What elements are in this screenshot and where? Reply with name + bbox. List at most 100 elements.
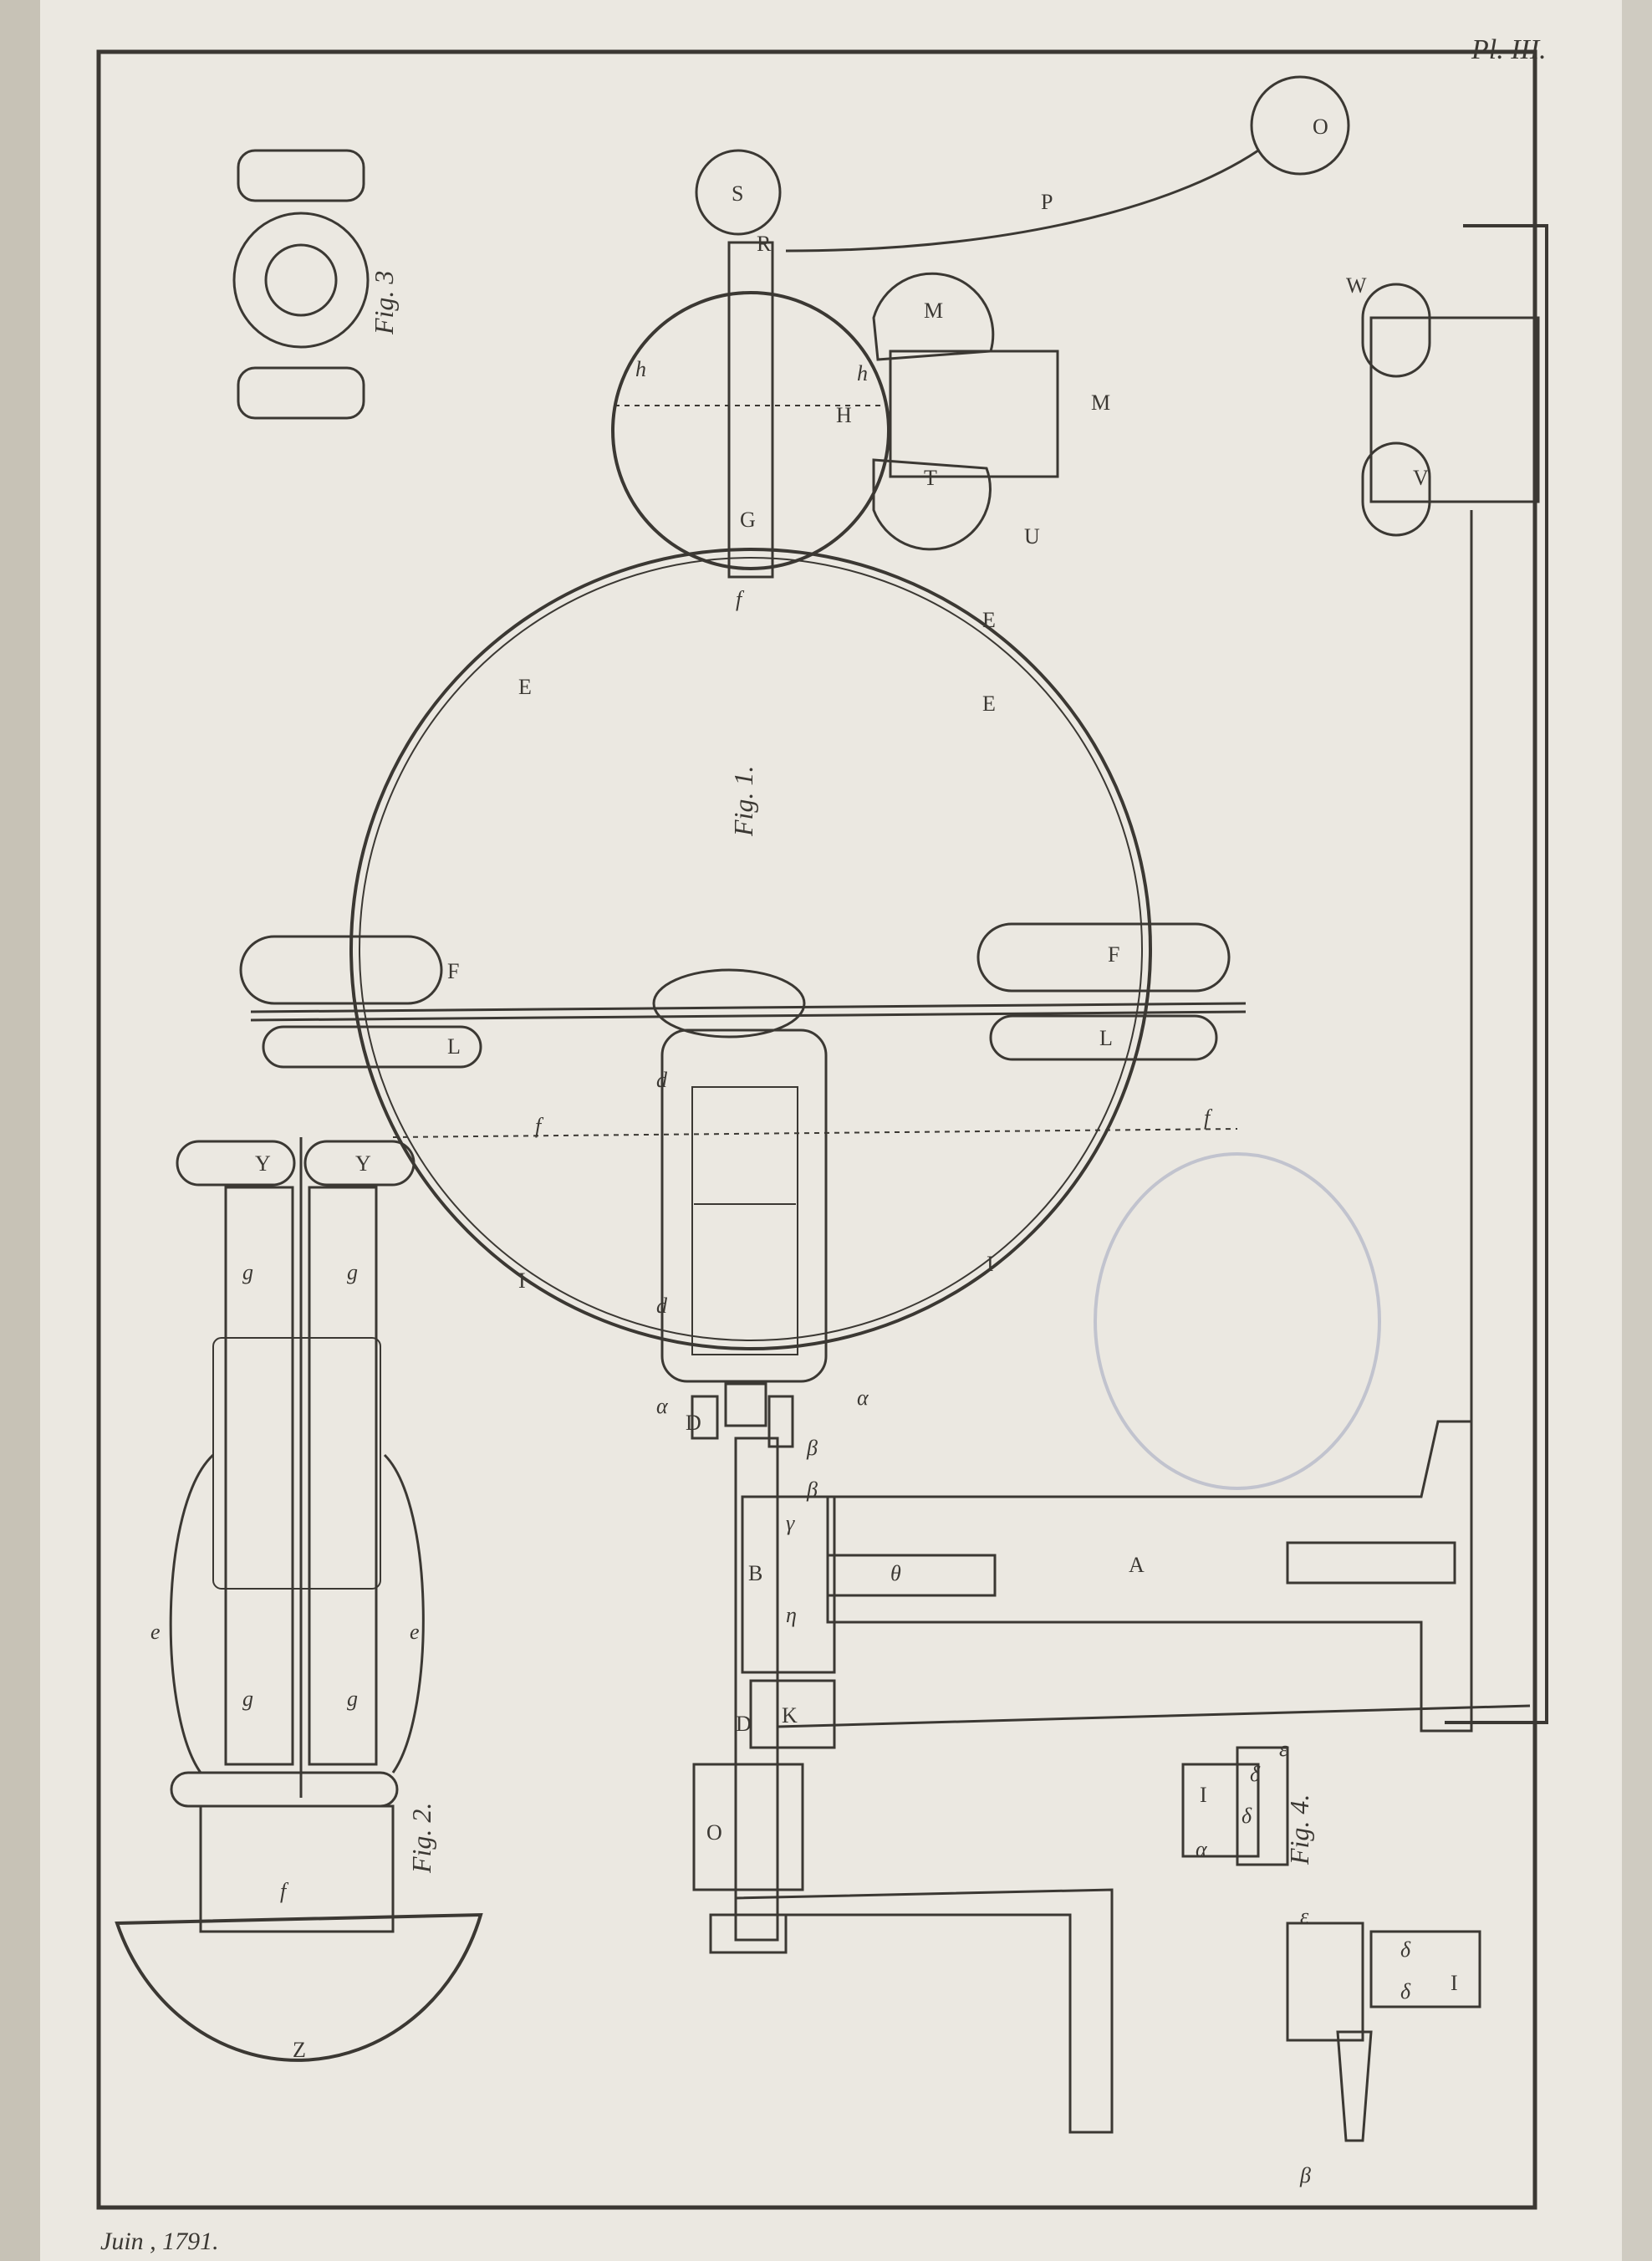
spring-P (785, 149, 1259, 253)
label-Z: Z (293, 2038, 306, 2062)
label-g1: g (242, 1260, 253, 1284)
fig2-caption: Fig. 2. (406, 1803, 436, 1874)
lobe-M (872, 272, 995, 361)
paper-left-edge (0, 0, 40, 2261)
label-e2: e (410, 1620, 420, 1644)
label-S: S (732, 181, 743, 206)
label-theta: θ (890, 1561, 901, 1585)
label-L1: L (447, 1034, 461, 1059)
label-I1: I (518, 1268, 526, 1293)
fig4-part2 (1236, 1746, 1289, 1866)
label-D2: D (736, 1712, 752, 1736)
label-Y1: Y (255, 1151, 271, 1176)
central-cap (652, 968, 806, 1039)
label-g4: g (347, 1687, 358, 1711)
block-K (749, 1679, 836, 1749)
label-h2: h (857, 361, 868, 385)
label-E2: E (982, 692, 996, 716)
lobe-V (1361, 441, 1431, 537)
dotted-line-f (392, 1128, 1238, 1138)
plate-number: Pl. III. (1471, 34, 1547, 65)
label-V: V (1413, 466, 1429, 490)
fig3-ring-outer (232, 212, 370, 349)
label-W: W (1346, 273, 1367, 298)
plate-date: Juin , 1791. (100, 2228, 219, 2255)
small-disc (611, 291, 890, 570)
label-d2: d (656, 1068, 668, 1092)
crossbar-lower (777, 1704, 1531, 1728)
clamp-fig2 (212, 1337, 381, 1590)
stem-upper (724, 1382, 767, 1427)
fig3-caption: Fig. 3 (369, 271, 399, 335)
label-beta3: β (1299, 2163, 1311, 2187)
fig2-group (115, 1137, 483, 2062)
knob-S (695, 149, 782, 236)
block-right (1286, 1541, 1456, 1585)
plate-fig2 (199, 1804, 395, 1933)
pad-L-right (989, 1014, 1218, 1061)
label-A: A (1129, 1553, 1145, 1577)
label-D: D (686, 1411, 701, 1435)
pad-F-left (239, 935, 443, 1005)
wire-right-e (383, 1453, 425, 1774)
label-e1: e (150, 1620, 161, 1644)
label-M2: M (1091, 390, 1110, 415)
right-wall (1445, 224, 1548, 1724)
bracket-body (1369, 316, 1540, 503)
bowl-Z (115, 1912, 483, 2062)
pad-L-left (262, 1025, 482, 1069)
horizontal-rod-2 (250, 1010, 1247, 1022)
label-B: B (748, 1561, 762, 1585)
label-E3: E (982, 608, 996, 632)
label-E1: E (518, 675, 532, 699)
label-g3: g (242, 1687, 253, 1711)
fig3-top-bar (237, 149, 365, 202)
label-T: T (924, 466, 937, 490)
label-f3: f (1204, 1105, 1213, 1130)
block-O (692, 1763, 804, 1891)
label-f1: f (736, 587, 745, 611)
fig1-ring-group (239, 548, 1247, 1448)
fig4-part3 (1286, 1922, 1364, 2042)
cap-Y-left (176, 1140, 296, 1187)
base-assembly (692, 1420, 1531, 2134)
stem-lower (734, 1437, 779, 1942)
label-eta: η (786, 1603, 797, 1627)
label-alpha2: α (857, 1386, 869, 1410)
label-beta2: β (806, 1478, 818, 1502)
upper-mechanism (611, 75, 1548, 1724)
label-P: P (1041, 190, 1053, 214)
label-h1: h (635, 357, 646, 381)
large-ring-inner (359, 557, 1143, 1341)
label-R: R (757, 232, 772, 256)
library-stamp (1094, 1152, 1381, 1490)
label-F1: F (447, 959, 459, 983)
cap-Y-right (303, 1140, 416, 1187)
horizontal-rod (250, 1002, 1247, 1013)
label-eps2: ε (1300, 1904, 1309, 1928)
base-column (826, 1420, 1473, 1733)
block-theta (826, 1554, 997, 1597)
label-delta2: δ (1242, 1804, 1252, 1828)
fig4-caption: Fig. 4. (1284, 1794, 1314, 1865)
label-L2: L (1099, 1026, 1113, 1050)
label-beta1: β (806, 1436, 818, 1460)
lobe-W (1361, 283, 1431, 378)
label-I3: I (1200, 1783, 1207, 1807)
stem-beta (767, 1395, 794, 1448)
label-f2: f (535, 1114, 544, 1138)
fig3-group (232, 149, 370, 420)
label-H: H (836, 403, 852, 427)
central-body (660, 1028, 828, 1383)
weight-Q (1250, 75, 1350, 176)
label-delta4: δ (1400, 1979, 1411, 2003)
plate-border (96, 49, 1537, 2210)
fig4-group (1181, 1746, 1481, 2142)
beam-M (889, 350, 1059, 478)
stem-D (691, 1395, 719, 1440)
fig4-screw (1336, 2030, 1373, 2142)
fig4-part4 (1369, 1930, 1481, 2008)
label-I2: I (987, 1252, 994, 1276)
paper (33, 0, 1622, 2261)
